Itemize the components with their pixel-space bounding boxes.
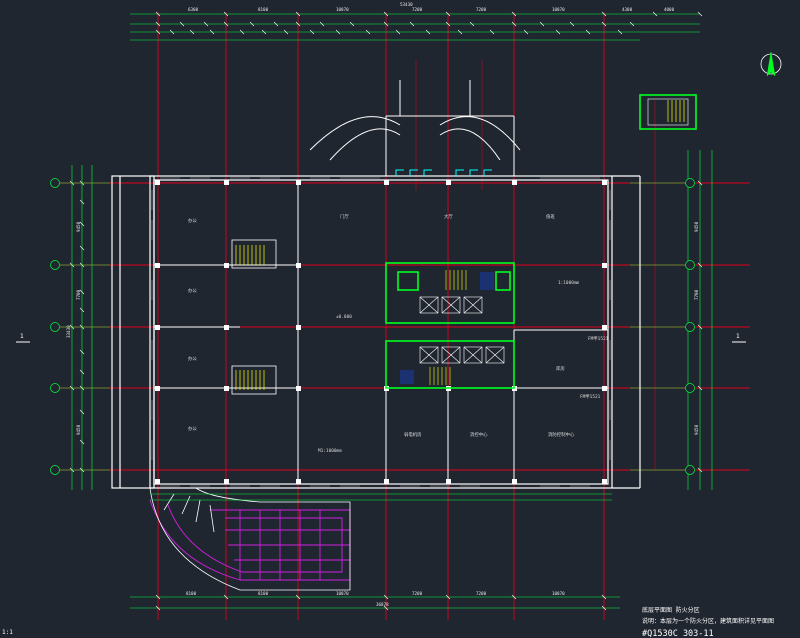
outdoor-stair-inner [647, 98, 689, 126]
side-stair-outlines [231, 239, 277, 395]
north-arrow-icon [760, 51, 782, 77]
top-dim-8: 4000 [664, 7, 675, 12]
window-hatching [151, 177, 611, 487]
left-dim-1: 9450 [76, 221, 81, 232]
bottom-dim-6: 10070 [552, 591, 565, 596]
side-dimension-labels: 9450 7700 9450 33430 9450 7700 9450 [66, 221, 699, 435]
left-dim-3: 9450 [76, 424, 81, 435]
room-label-2: 办公 [188, 287, 197, 294]
corner-scale: 1:1 [2, 629, 13, 636]
curved-canopy [149, 499, 351, 581]
door-note-1: FM甲1521 [580, 394, 601, 400]
section-mark-left: 1 [20, 333, 24, 340]
title-line-2: 说明：本层为一个防火分区，建筑面积详见平面图 [642, 617, 774, 625]
right-dim-2: 7700 [694, 289, 699, 300]
drawing-number: #Q1530C 303-11 [642, 629, 714, 638]
core-elevators [419, 296, 505, 364]
axis-grid-aux [415, 60, 656, 470]
bottom-dimension-labels: 8100 8100 10070 7200 7200 10070 36878 [186, 591, 565, 607]
central-core [385, 262, 515, 389]
title-line-1: 底层平面图 防火分区 [642, 606, 700, 614]
scale-note: M1:1000mm [318, 448, 342, 454]
room-label-9: 弱电机房 [404, 431, 422, 438]
right-dim-1: 9450 [694, 221, 699, 232]
bottom-dim-4: 7200 [412, 591, 423, 596]
dimension-lines [71, 13, 713, 609]
top-dim-5: 7200 [476, 7, 487, 12]
top-dim-7: 4300 [622, 7, 633, 12]
bottom-dim-5: 7200 [476, 591, 487, 596]
door-note-2: FM甲1521 [588, 336, 609, 342]
core-blue-rooms [400, 272, 494, 384]
bottom-dim-3: 10070 [336, 591, 349, 596]
room-labels: 办公 办公 办公 办公 大厅 门厅 值班 消控中心 弱电机房 消防控制中心 库房 [188, 213, 575, 438]
left-dim-2: 7700 [76, 289, 81, 300]
room-label-6: 门厅 [340, 213, 349, 220]
bottom-dim-total: 36878 [376, 602, 389, 607]
bottom-dim-2: 8100 [258, 591, 269, 596]
core-stairs [429, 270, 467, 385]
room-label-3: 办公 [188, 355, 197, 362]
corridor-note: 1:1000mm [558, 280, 580, 286]
room-label-5: 大厅 [444, 213, 453, 220]
room-label-7: 值班 [546, 213, 555, 220]
top-dim-total: 53430 [400, 2, 413, 7]
top-dim-3: 10070 [336, 7, 349, 12]
outdoor-stair-box [639, 94, 697, 130]
top-dimension-labels: 6300 8100 10070 53430 7200 7200 10070 43… [188, 2, 675, 12]
top-dim-6: 10070 [552, 7, 565, 12]
top-dim-4: 7200 [412, 7, 423, 12]
room-label-10: 消防控制中心 [548, 431, 575, 438]
top-dim-1: 6300 [188, 7, 199, 12]
level-mark: ±0.000 [336, 314, 352, 320]
room-label-4: 办公 [188, 425, 197, 432]
section-mark-right: 1 [736, 333, 740, 340]
entrance-canopy [309, 80, 521, 176]
bottom-curb [150, 493, 612, 501]
building-outline [111, 175, 641, 489]
curved-canopy-frame [149, 487, 351, 591]
axis-bubbles [50, 178, 695, 475]
bottom-dim-1: 8100 [186, 591, 197, 596]
top-dim-2: 8100 [258, 7, 269, 12]
room-label-11: 库房 [556, 365, 565, 372]
left-dim-total: 33430 [66, 325, 71, 338]
room-label-1: 办公 [188, 217, 197, 224]
axis-bubble-leaders [60, 182, 685, 471]
right-dim-3: 9450 [694, 424, 699, 435]
room-label-8: 消控中心 [470, 431, 488, 438]
side-stairs [235, 100, 685, 390]
entrance-doors [395, 169, 492, 176]
